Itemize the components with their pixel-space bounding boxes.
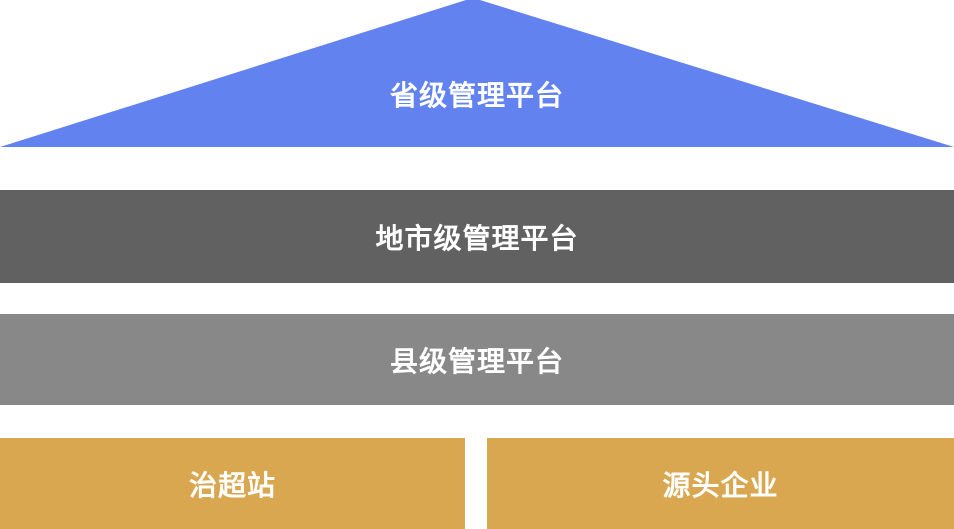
level-county-bar: 县级管理平台 (0, 314, 954, 405)
station-label: 治超站 (188, 468, 276, 502)
level-province-triangle: 省级管理平台 (0, 0, 954, 147)
level-city-label: 地市级管理平台 (375, 221, 579, 255)
level-county-label: 县级管理平台 (389, 344, 564, 378)
enterprise-label: 源头企业 (662, 468, 779, 502)
enterprise-block: 源头企业 (487, 438, 954, 529)
level-province-label: 省级管理平台 (389, 79, 564, 112)
station-block: 治超站 (0, 438, 465, 529)
level-city-bar: 地市级管理平台 (0, 190, 954, 283)
